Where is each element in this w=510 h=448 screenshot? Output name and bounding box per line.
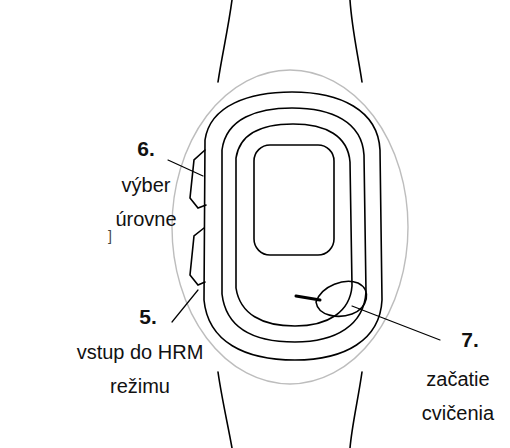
callout-number: 5. <box>118 300 178 334</box>
button-start <box>316 281 367 316</box>
callout-number: 7. <box>440 323 500 357</box>
callout-number: 6. <box>116 132 176 166</box>
button-mark <box>296 296 320 300</box>
button-hrm <box>190 228 205 285</box>
callout-text: výber úrovne <box>101 168 191 236</box>
strap-edge <box>350 0 362 82</box>
outer-ring <box>172 70 408 384</box>
strap-edge <box>218 0 232 82</box>
button-level <box>190 150 206 208</box>
stray-mark: ] <box>100 228 120 244</box>
leader-line <box>352 306 440 340</box>
leader-line <box>172 290 198 322</box>
callout-text: vstup do HRM režimu <box>70 335 210 403</box>
inner-bezel <box>236 124 352 326</box>
strap-edge <box>350 372 362 448</box>
strap-edge <box>218 372 232 448</box>
display-screen <box>254 145 334 255</box>
watch-housing <box>204 92 382 360</box>
callout-text: začatie cvičenia <box>410 362 506 430</box>
watch-bezel <box>222 108 366 342</box>
leader-line <box>168 160 203 176</box>
